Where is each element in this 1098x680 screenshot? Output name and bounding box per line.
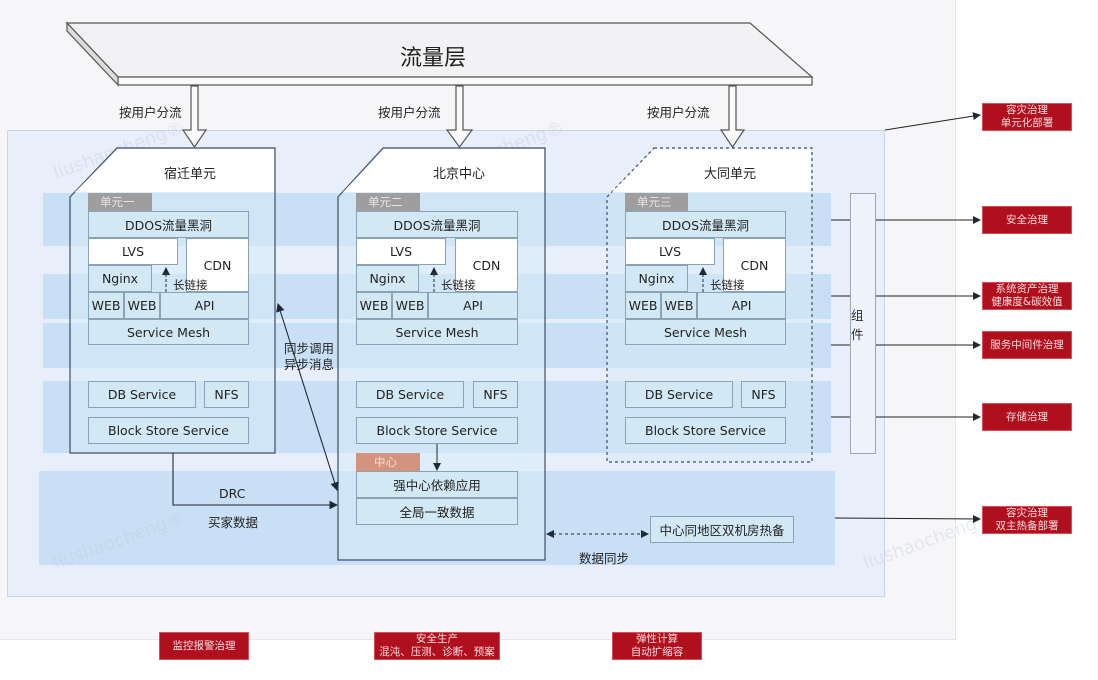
governance-sublabel: 单元化部署 [1000, 117, 1054, 129]
governance-label: 安全治理 [1006, 213, 1048, 226]
cdn: CDN [186, 238, 249, 292]
governance-dr-unitized[interactable]: 容灾治理 单元化部署 [982, 103, 1072, 131]
buyer-data-label: 买家数据 [208, 515, 259, 530]
governance-dr-hot-standby[interactable]: 容灾治理 双主热备部署 [982, 506, 1072, 534]
service-mesh: Service Mesh [625, 319, 786, 345]
governance-label: 容灾治理 [1006, 104, 1048, 116]
api: API [428, 292, 518, 319]
long-link-label: 长链接 [710, 278, 745, 292]
web-2: WEB [661, 292, 697, 319]
db-service: DB Service [88, 381, 196, 408]
long-link-label: 长链接 [173, 278, 208, 292]
lvs: LVS [625, 238, 715, 265]
governance-label: 存储治理 [1006, 410, 1048, 423]
nginx: Nginx [356, 265, 419, 292]
split-label-1: 按用户分流 [119, 105, 182, 120]
center-tag: 中心 [356, 453, 420, 471]
service-mesh: Service Mesh [88, 319, 249, 345]
governance-sublabel: 健康度&碳效值 [991, 296, 1063, 308]
drc-label: DRC [219, 486, 246, 501]
sync-call-label: 同步调用 [284, 341, 335, 356]
center-hot-standby: 中心同地区双机房热备 [650, 516, 794, 543]
governance-sublabel: 双主热备部署 [995, 520, 1059, 532]
db-service: DB Service [356, 381, 464, 408]
unit-title-beijing: 北京中心 [432, 167, 485, 182]
governance-storage[interactable]: 存储治理 [982, 403, 1072, 431]
lvs: LVS [88, 238, 178, 265]
web-1: WEB [625, 292, 661, 319]
governance-label: 安全生产 [416, 633, 458, 645]
governance-monitoring[interactable]: 监控报警治理 [159, 632, 249, 660]
long-link-label: 长链接 [441, 278, 476, 292]
web-2: WEB [392, 292, 428, 319]
web-1: WEB [356, 292, 392, 319]
nginx: Nginx [88, 265, 152, 292]
split-label-2: 按用户分流 [378, 105, 441, 120]
block-store-service: Block Store Service [356, 417, 518, 444]
traffic-layer-title: 流量层 [400, 46, 467, 71]
governance-label: 系统资产治理 [995, 283, 1059, 295]
web-2: WEB [124, 292, 160, 319]
governance-label: 容灾治理 [1006, 507, 1048, 519]
split-label-3: 按用户分流 [647, 105, 710, 120]
data-sync-label: 数据同步 [579, 551, 630, 566]
service-mesh: Service Mesh [356, 319, 518, 345]
nfs: NFS [204, 381, 249, 408]
db-service: DB Service [625, 381, 733, 408]
nfs: NFS [741, 381, 786, 408]
block-store-service: Block Store Service [88, 417, 249, 444]
governance-sublabel: 自动扩缩容 [630, 646, 684, 658]
governance-security[interactable]: 安全治理 [982, 206, 1072, 234]
ddos-blackhole: DDOS流量黑洞 [356, 211, 518, 238]
governance-elastic-compute[interactable]: 弹性计算 自动扩缩容 [612, 632, 702, 660]
cdn: CDN [723, 238, 786, 292]
governance-middleware[interactable]: 服务中间件治理 [982, 331, 1072, 359]
api: API [160, 292, 249, 319]
unit-tag-2: 单元二 [356, 193, 420, 211]
nfs: NFS [473, 381, 518, 408]
governance-asset[interactable]: 系统资产治理 健康度&碳效值 [982, 282, 1072, 310]
lvs: LVS [356, 238, 446, 265]
governance-safe-production[interactable]: 安全生产 混沌、压测、诊断、预案 [374, 632, 500, 660]
cdn: CDN [455, 238, 518, 292]
governance-label: 监控报警治理 [172, 639, 236, 652]
web-1: WEB [88, 292, 124, 319]
unit-title-datong: 大同单元 [703, 167, 756, 182]
block-store-service: Block Store Service [625, 417, 786, 444]
unit-title-suqian: 宿迁单元 [163, 167, 216, 182]
governance-label: 服务中间件治理 [990, 338, 1064, 351]
async-msg-label: 异步消息 [284, 357, 335, 372]
api: API [697, 292, 786, 319]
governance-label: 弹性计算 [636, 633, 678, 645]
nginx: Nginx [625, 265, 688, 292]
unit-tag-1: 单元一 [88, 193, 152, 211]
global-consistent-data: 全局一致数据 [356, 498, 518, 525]
strong-center-app: 强中心依赖应用 [356, 471, 518, 498]
unit-tag-3: 单元三 [625, 193, 688, 211]
ddos-blackhole: DDOS流量黑洞 [88, 211, 249, 238]
ddos-blackhole: DDOS流量黑洞 [625, 211, 786, 238]
component-column: 组件 [850, 193, 876, 454]
governance-sublabel: 混沌、压测、诊断、预案 [379, 646, 495, 658]
